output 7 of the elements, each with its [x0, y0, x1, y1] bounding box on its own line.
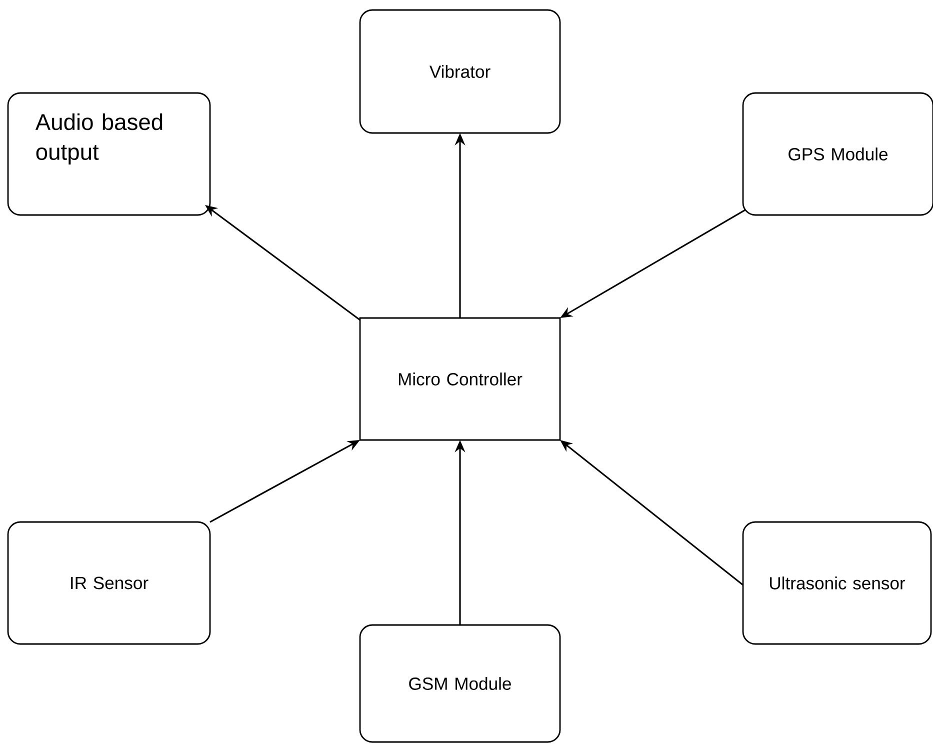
process-box: Vibrator: [359, 9, 561, 134]
process-box: IR Sensor: [7, 521, 211, 645]
controller-box: Micro Controller: [359, 317, 561, 441]
process-box: GPS Module: [742, 92, 933, 216]
process-box: Ultrasonic sensor: [742, 521, 932, 645]
process-box: Audio based output: [7, 92, 211, 216]
process-box: GSM Module: [359, 624, 561, 743]
